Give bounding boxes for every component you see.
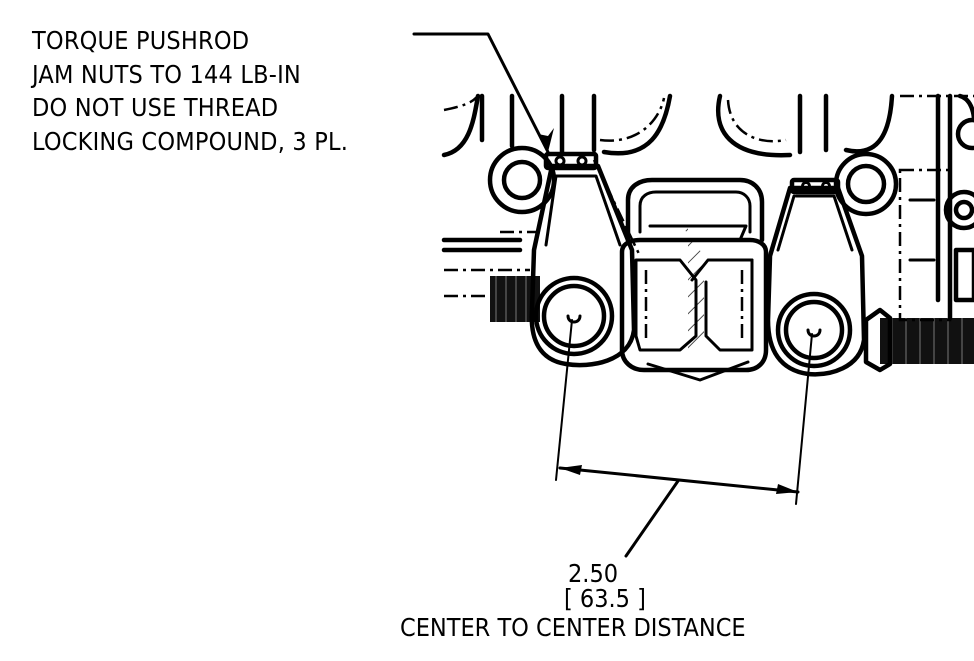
torque-note: TORQUE PUSHROD JAM NUTS TO 144 LB-IN DO … [32, 24, 348, 158]
dimension-label: 2.50 [ 63.5 ] CENTER TO CENTER DISTANCE [0, 560, 974, 641]
dimension-caption: CENTER TO CENTER DISTANCE [400, 613, 746, 642]
right-boss-ring [833, 151, 899, 217]
dimension-value-inches: 2.50 [568, 559, 619, 588]
right-stud-thread [863, 307, 974, 373]
center-distance-dimension [555, 319, 813, 558]
note-leader-line [412, 32, 554, 154]
dimension-value-mm: [ 63.5 ] [564, 584, 646, 613]
adjacent-rocker-assembly [898, 93, 974, 322]
note-line: DO NOT USE THREAD [32, 93, 279, 122]
center-valve-block [619, 177, 769, 382]
note-line: TORQUE PUSHROD [32, 26, 250, 55]
note-line: LOCKING COMPOUND, 3 PL. [32, 126, 349, 156]
note-line: JAM NUTS TO 144 LB-IN [32, 59, 301, 89]
cylinder-head-outline [441, 93, 974, 298]
